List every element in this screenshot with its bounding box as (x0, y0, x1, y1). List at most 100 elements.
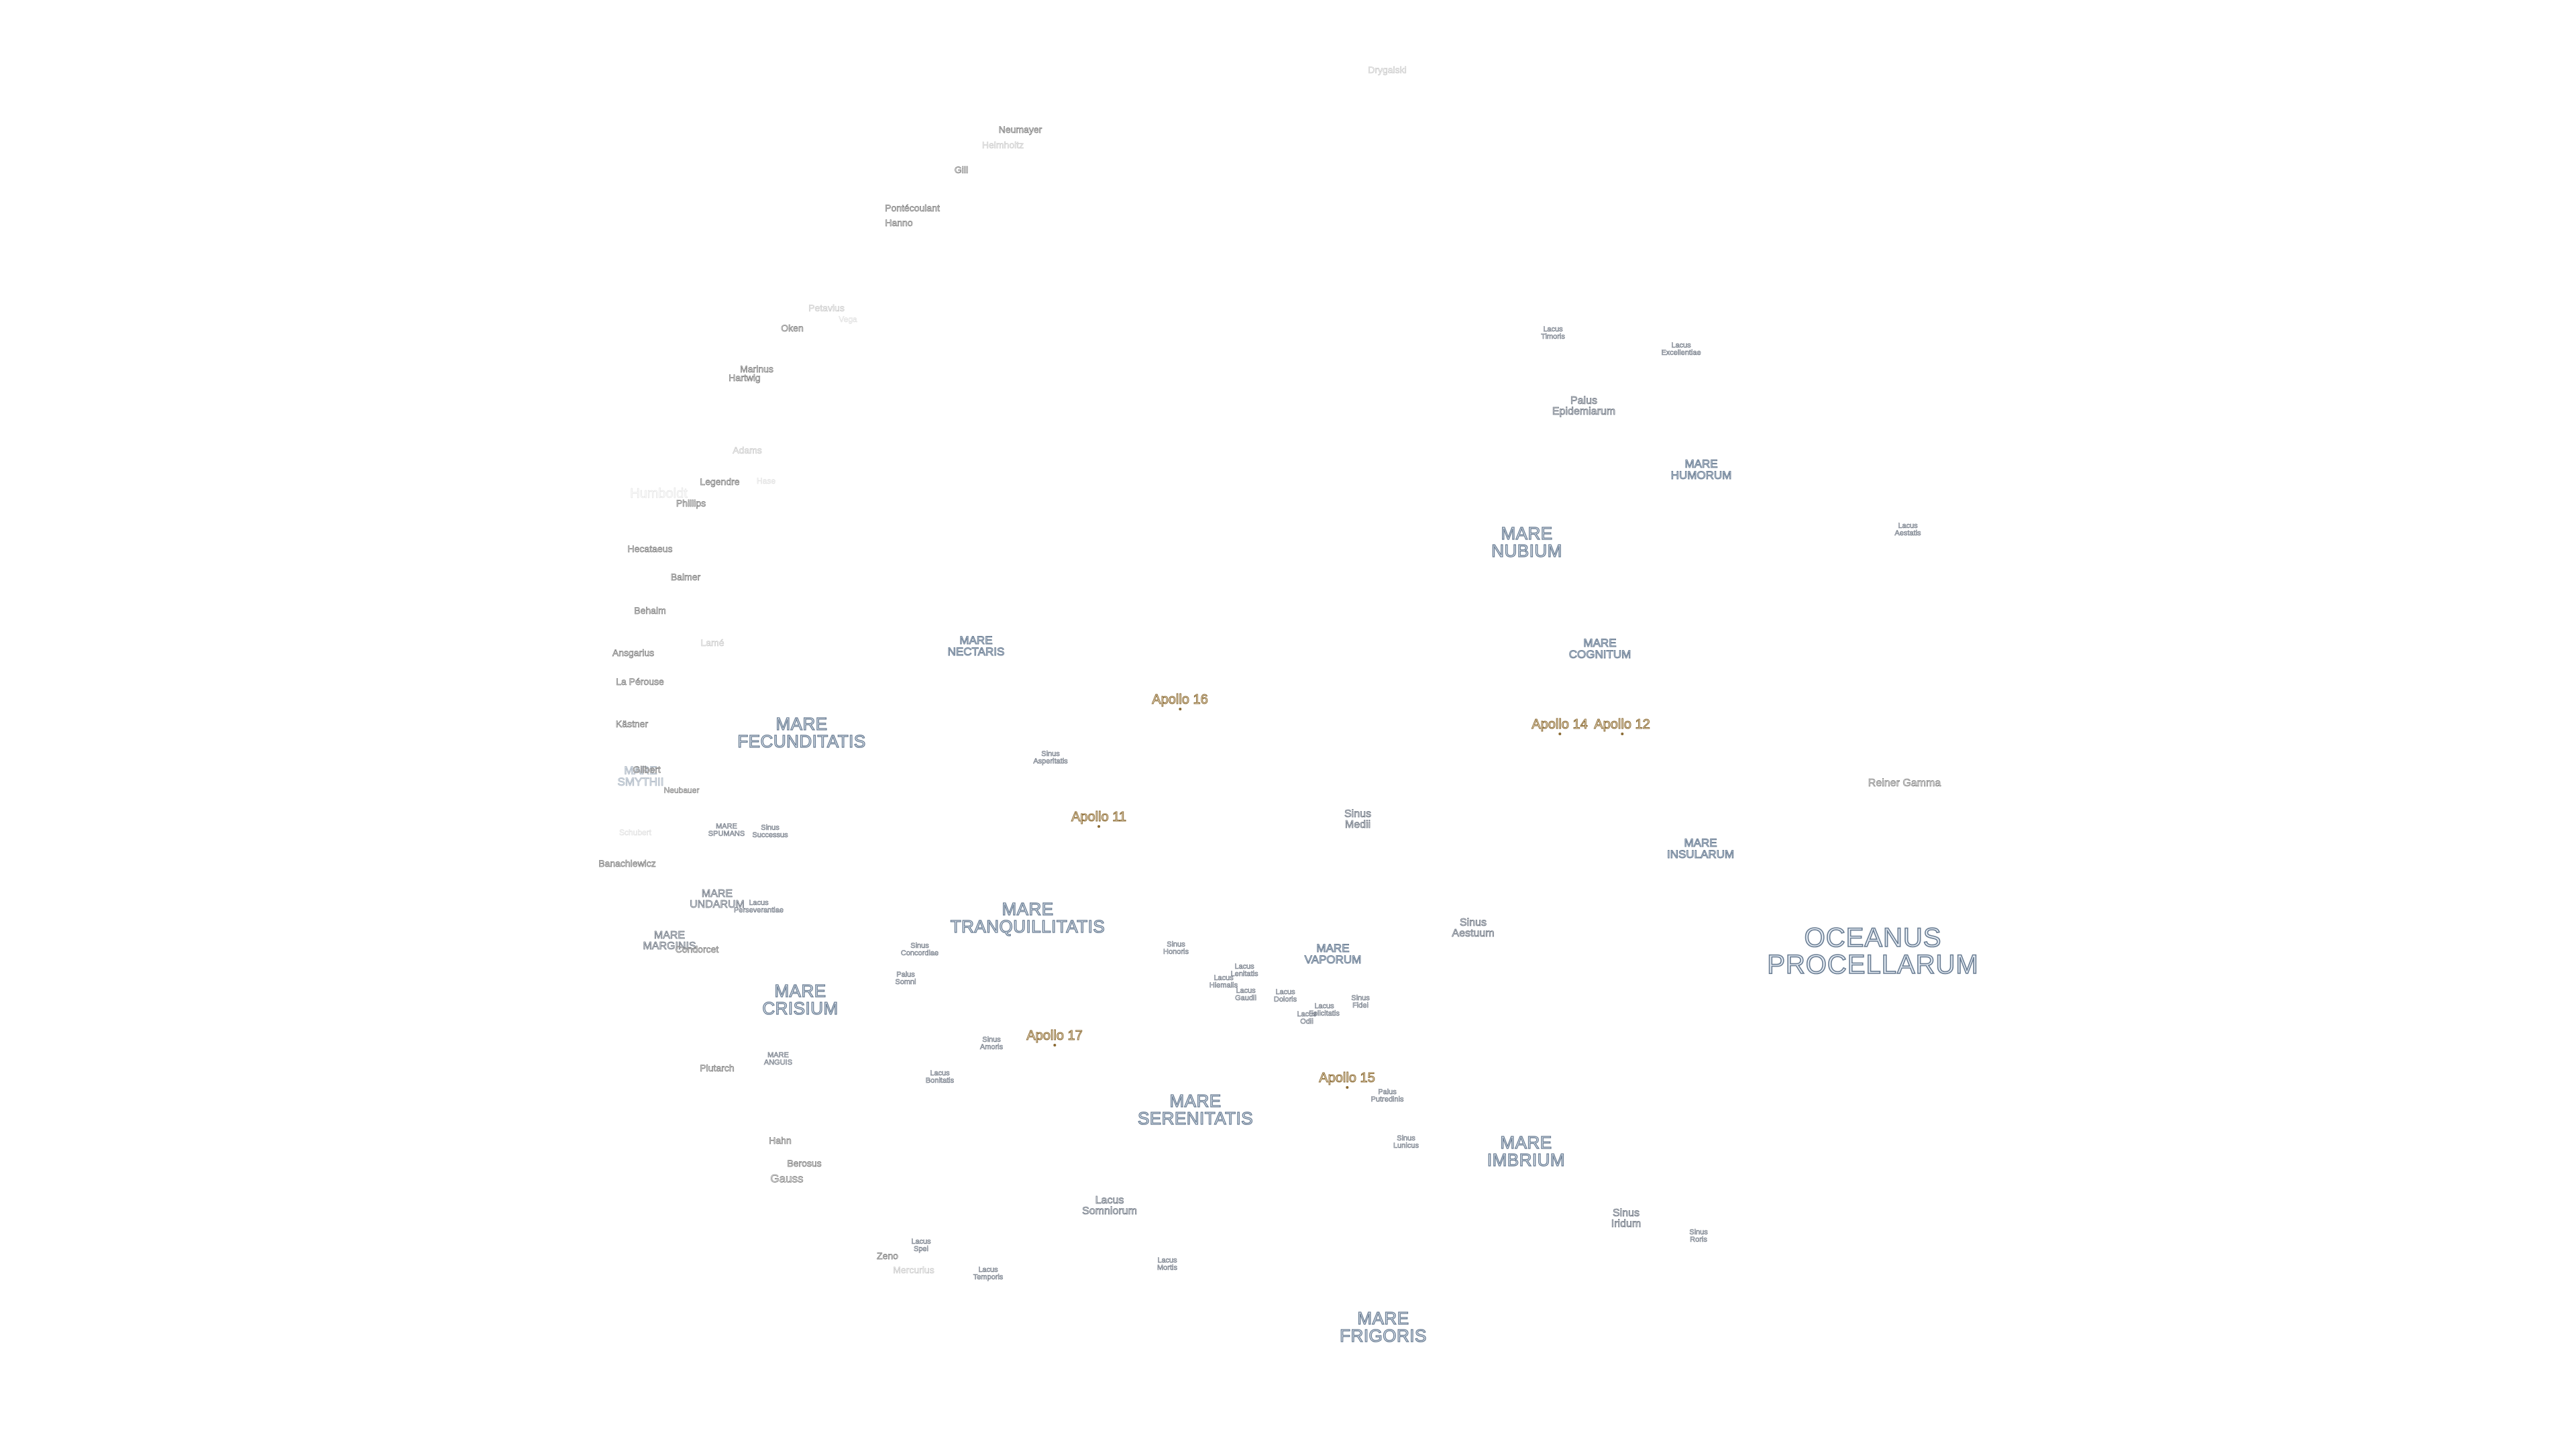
crater-hecataeus-label: Hecataeus (627, 543, 673, 554)
lacus-hiemalis-label: Lacus Hiemalis (1209, 974, 1238, 989)
crater-kastner-label: Kästner (615, 718, 649, 729)
apollo-12-site[interactable]: Apollo 12 (1594, 704, 1650, 749)
apollo-16-label: Apollo 16 (1152, 692, 1208, 707)
sinus-medii-label: Sinus Medii (1344, 808, 1372, 830)
apollo-11-marker (1097, 825, 1100, 828)
apollo-15-site[interactable]: Apollo 15 (1319, 1058, 1375, 1102)
crater-pontecoulant-label: Pontécoulant (885, 203, 940, 213)
crater-behaim-label: Behaim (634, 605, 666, 616)
crater-berosus-label: Berosus (787, 1158, 822, 1169)
crater-marinus-label: Marinus (740, 364, 773, 374)
lacus-somniorum-label: Lacus Somniorum (1082, 1195, 1138, 1217)
sinus-iridum-label: Sinus Iridum (1611, 1208, 1642, 1230)
mare-insularum-label: MARE INSULARUM (1666, 837, 1735, 861)
lacus-spei-label: Lacus Spei (911, 1238, 931, 1253)
oceanus-procellarum-label: OCEANUS PROCELLARUM (1766, 923, 1979, 979)
sinus-successus-label: Sinus Successus (752, 824, 788, 839)
apollo-17-label: Apollo 17 (1026, 1028, 1083, 1043)
lacus-lenitatis-label: Lacus Lenitatis (1230, 963, 1258, 978)
palus-epidemiarum-label: Palus Epidemiarum (1552, 395, 1616, 417)
crater-gilbert-label: Gilbert (633, 764, 661, 775)
mare-spumans-label: MARE SPUMANS (708, 822, 745, 838)
crater-reiner-gamma-label: Reiner Gamma (1868, 777, 1941, 789)
crater-helmholtz-label: Helmholtz (981, 140, 1024, 150)
crater-oken-label: Oken (781, 323, 804, 333)
crater-banachiewicz-label: Banachiewicz (598, 858, 656, 869)
mare-nectaris-label: MARE NECTARIS (947, 634, 1005, 658)
lacus-felicitatis-label: Lacus Felicitatis (1309, 1002, 1340, 1018)
lacus-perseverantiae-label: Lacus Perseverantiae (734, 899, 784, 914)
crater-lame-label: Lamé (700, 637, 724, 648)
apollo-16-site[interactable]: Apollo 16 (1152, 680, 1208, 724)
crater-neumayer-label: Neumayer (998, 124, 1042, 135)
crater-gill-label: Gill (954, 164, 969, 175)
palus-putredinis-label: Palus Putredinis (1371, 1088, 1404, 1104)
lacus-gaudii-label: Lacus Gaudii (1235, 987, 1256, 1002)
mare-vaporum-label: MARE VAPORUM (1304, 942, 1362, 966)
lacus-doloris-label: Lacus Doloris (1273, 988, 1297, 1004)
crater-petavius-label: Petavius (808, 303, 845, 313)
mare-crisium-label: MARE CRISIUM (762, 981, 839, 1018)
mare-cognitum-label: MARE COGNITUM (1568, 637, 1631, 661)
apollo-15-label: Apollo 15 (1319, 1071, 1375, 1085)
lacus-timoris-label: Lacus Timoris (1541, 325, 1565, 341)
mare-imbrium-label: MARE IMBRIUM (1487, 1132, 1566, 1170)
sinus-aestuum-label: Sinus Aestuum (1452, 917, 1495, 939)
apollo-16-marker (1179, 708, 1181, 710)
lacus-odii-label: Lacus Odii (1297, 1010, 1317, 1026)
mare-frigoris-label: MARE FRIGORIS (1340, 1308, 1427, 1346)
lacus-mortis-label: Lacus Mortis (1157, 1256, 1178, 1272)
lacus-temporis-label: Lacus Temporis (973, 1266, 1004, 1281)
apollo-12-marker (1621, 733, 1623, 735)
sinus-asperitatis-label: Sinus Asperitatis (1033, 750, 1068, 765)
crater-legendre-label: Legendre (700, 476, 740, 487)
crater-zeno-label: Zeno (877, 1250, 899, 1261)
apollo-14-marker (1558, 733, 1561, 735)
lacus-aestatis-label: Lacus Aestatis (1894, 522, 1921, 537)
apollo-17-marker (1053, 1044, 1056, 1046)
crater-plutarch-label: Plutarch (700, 1063, 735, 1073)
apollo-11-label: Apollo 11 (1071, 810, 1127, 824)
sinus-fidei-label: Sinus Fidei (1351, 994, 1370, 1010)
mare-marginis-label: MARE MARGINIS (643, 930, 696, 952)
crater-hartwig-label: Hartwig (729, 372, 761, 383)
mare-humorum-label: MARE HUMORUM (1670, 458, 1732, 482)
palus-somni-label: Palus Somni (895, 971, 916, 986)
sinus-honoris-label: Sinus Honoris (1163, 941, 1189, 956)
apollo-14-label: Apollo 14 (1532, 717, 1588, 732)
crater-humboldt-label: Humboldt (630, 486, 688, 501)
sinus-lunicus-label: Sinus Lunicus (1393, 1134, 1419, 1150)
mare-tranquillitatis-label: MARE TRANQUILLITATIS (950, 899, 1106, 936)
apollo-12-label: Apollo 12 (1594, 717, 1650, 732)
mare-anguis-label: MARE ANGUIS (763, 1051, 793, 1067)
apollo-17-site[interactable]: Apollo 17 (1026, 1016, 1083, 1060)
apollo-14-site[interactable]: Apollo 14 (1532, 704, 1588, 749)
mare-undarum-label: MARE UNDARUM (690, 888, 745, 910)
crater-neubauer-label: Neubauer (663, 786, 700, 795)
lacus-excellentiae-label: Lacus Excellentiae (1661, 341, 1701, 357)
crater-balmer-label: Balmer (670, 572, 701, 582)
lacus-bonitatis-label: Lacus Bonitatis (925, 1069, 955, 1085)
crater-ansgarius-label: Ansgarius (612, 647, 655, 658)
crater-la-perouse-label: La Pérouse (616, 676, 664, 687)
crater-hahn-label: Hahn (769, 1135, 792, 1146)
mare-nubium-label: MARE NUBIUM (1491, 523, 1562, 561)
crater-mercurius-label: Mercurius (893, 1265, 934, 1275)
crater-condorcet-label: Condorcet (675, 944, 719, 955)
crater-gauss-label: Gauss (770, 1172, 804, 1185)
crater-hanno-label: Hanno (885, 217, 913, 228)
crater-drygalski-label: Drygalski (1368, 64, 1407, 75)
sinus-concordiae-label: Sinus Concordiae (900, 942, 939, 957)
sinus-amoris-label: Sinus Amoris (979, 1036, 1004, 1051)
mare-serenitatis-label: MARE SERENITATIS (1137, 1091, 1254, 1128)
crater-schubert-label: Schubert (619, 828, 652, 837)
apollo-11-site[interactable]: Apollo 11 (1071, 797, 1126, 841)
crater-vega-label: Vega (839, 315, 857, 324)
crater-hase-label: Hase (756, 476, 776, 486)
mare-fecunditatis-label: MARE FECUNDITATIS (737, 714, 866, 751)
sinus-roris-label: Sinus Roris (1689, 1228, 1708, 1244)
crater-phillips-label: Phillips (676, 498, 706, 508)
mare-smythii-label: MARE SMYTHII (617, 764, 664, 788)
apollo-15-marker (1346, 1086, 1348, 1089)
